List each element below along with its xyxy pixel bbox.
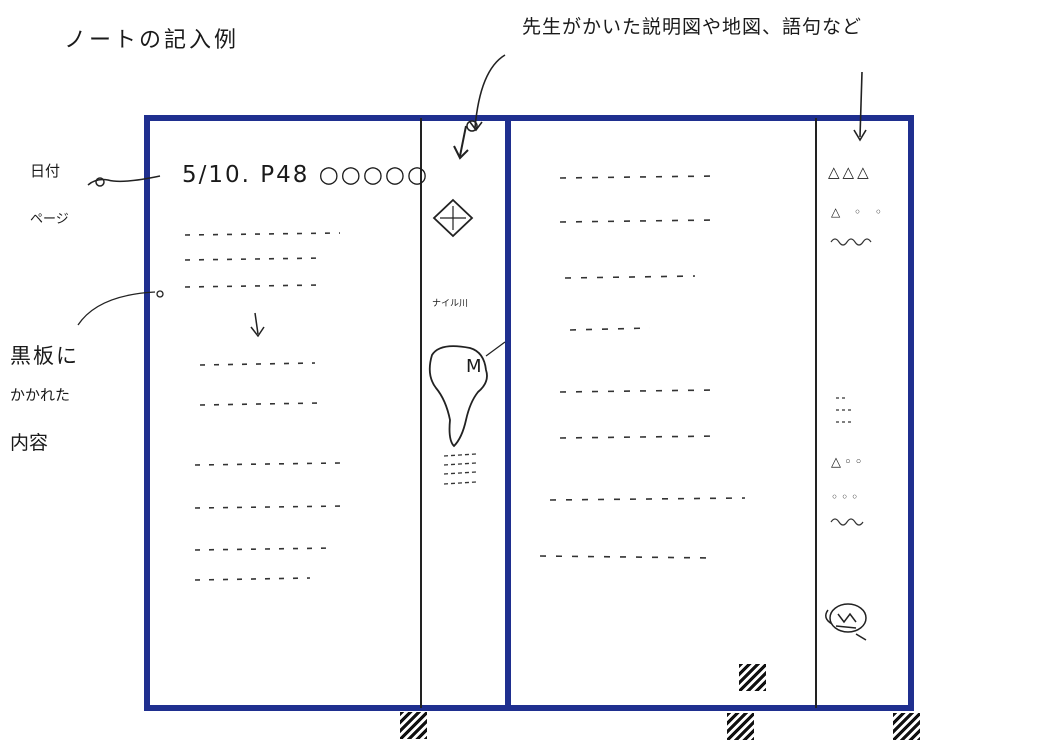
date-label: 日付 bbox=[30, 162, 61, 180]
date-arrow bbox=[87, 175, 161, 186]
left-page-lines bbox=[184, 232, 346, 581]
right-margin-marks bbox=[830, 238, 872, 526]
page-header: 5/10. P48 ○○○○○ bbox=[182, 162, 430, 188]
margin-symbol: △ ◦ ◦ bbox=[831, 205, 888, 219]
margin-symbol: ◦◦◦ bbox=[831, 490, 862, 504]
blackboard-label-line1: 黒板に bbox=[10, 344, 79, 368]
diamond-diagram bbox=[432, 198, 474, 238]
margin-symbol: △△△ bbox=[828, 163, 872, 181]
margin-arrow bbox=[459, 125, 467, 157]
hatch-marker bbox=[400, 712, 427, 739]
notebook-border bbox=[144, 115, 914, 711]
margin-symbol: △◦◦ bbox=[831, 455, 866, 470]
hatch-marker bbox=[893, 713, 920, 740]
map-letter: M bbox=[466, 356, 482, 377]
hatch-marker bbox=[739, 664, 766, 691]
character-doodle bbox=[825, 603, 867, 641]
explanation-note: 先生がかいた説明図や地図、語句など bbox=[522, 16, 863, 38]
diagram-title: ノートの記入例 bbox=[64, 28, 240, 53]
down-arrow bbox=[254, 312, 259, 335]
top-note-arrow bbox=[474, 54, 506, 129]
right-page-lines bbox=[539, 175, 746, 559]
hatch-marker bbox=[727, 713, 754, 740]
blackboard-arrow bbox=[77, 291, 156, 326]
blackboard-label-line2: かかれた bbox=[10, 386, 71, 404]
right-note-arrow bbox=[859, 71, 863, 138]
africa-map-drawing bbox=[428, 345, 488, 448]
margin-small-lines bbox=[443, 453, 477, 485]
margin-label: ナイル川 bbox=[432, 299, 469, 309]
blackboard-label-line3: 内容 bbox=[10, 432, 49, 454]
page-label: ページ bbox=[30, 212, 69, 227]
